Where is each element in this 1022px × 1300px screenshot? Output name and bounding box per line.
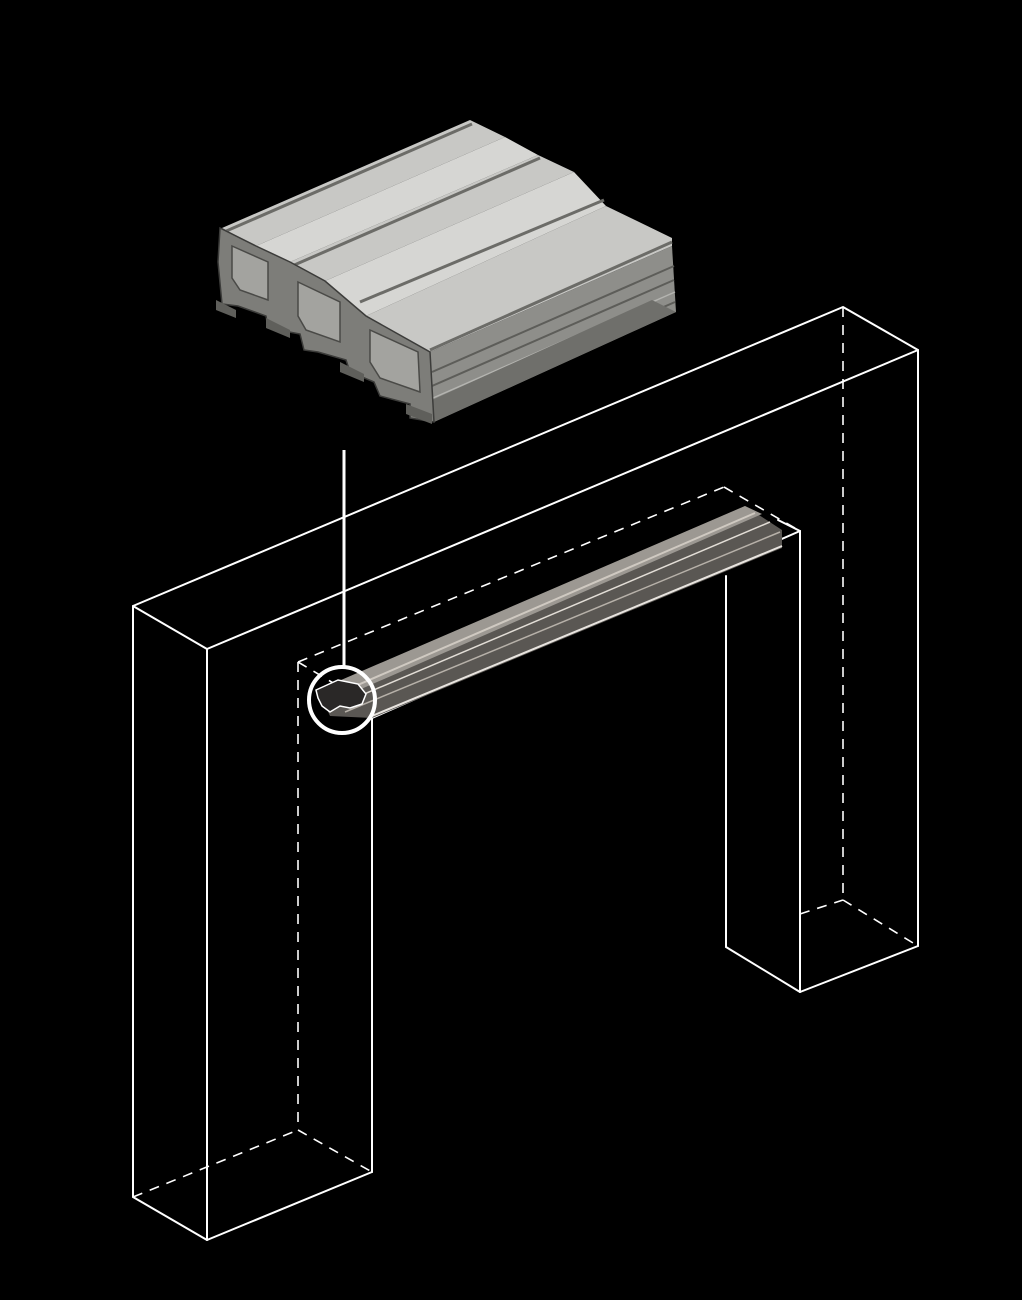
right-leg-bottom-front (799, 945, 919, 993)
profile-end-section (216, 226, 435, 424)
profile-rib-1 (223, 122, 473, 234)
profile-end-hook-3 (340, 362, 364, 382)
profile-end-hook-2 (266, 318, 290, 338)
installed-track-stripe-2 (335, 521, 771, 707)
profile-rib-3 (359, 198, 605, 304)
left-leg-bottom-front (206, 1171, 373, 1241)
profile-end-channel-1 (231, 244, 269, 302)
profile-end-hook-4 (406, 404, 432, 424)
left-leg-hidden-bottom-side (297, 1129, 373, 1173)
profile-side-groove-2 (431, 279, 675, 387)
installed-track-end-profile (315, 679, 367, 713)
installed-track (315, 506, 783, 718)
left-leg-bottom-side (132, 1196, 208, 1241)
profile-rib-4 (429, 240, 673, 352)
beam-back-underside-edge (297, 486, 725, 663)
installed-track-top-face (318, 506, 762, 700)
profile-top-face-3 (366, 206, 672, 352)
detail-circle-icon (307, 665, 377, 735)
aluminum-track-profile-icon (216, 120, 676, 424)
left-leg-hidden-bottom-back (132, 1129, 299, 1198)
profile-end-channel-3 (369, 328, 421, 394)
profile-top-face-2 (290, 155, 574, 281)
frame-hidden-edges (132, 307, 919, 1198)
installed-track-edge (371, 545, 783, 717)
profile-side-groove-1 (431, 265, 675, 373)
door-frame-wireframe (132, 306, 919, 1241)
installed-track-body (318, 506, 782, 718)
right-leg-hidden-bottom-side (842, 899, 919, 947)
installed-track-stripe-3 (344, 531, 781, 713)
detail-callout (307, 450, 377, 735)
profile-bottom-lip (410, 300, 676, 422)
frame-visible-edges (132, 306, 919, 1241)
profile-end-channel-2 (297, 280, 341, 344)
profile-end-hook-1 (216, 300, 236, 318)
profile-top-strip-b (325, 172, 606, 316)
profile-rib-2 (291, 156, 541, 268)
profile-top-face-1 (222, 120, 505, 246)
profile-top-strip-a (256, 137, 538, 262)
right-leg-hidden-bottom-back (799, 899, 844, 915)
right-leg-bottom-side (725, 946, 801, 993)
beam-right-hidden-edge (723, 486, 801, 532)
installed-track-stripe-1 (329, 512, 756, 698)
